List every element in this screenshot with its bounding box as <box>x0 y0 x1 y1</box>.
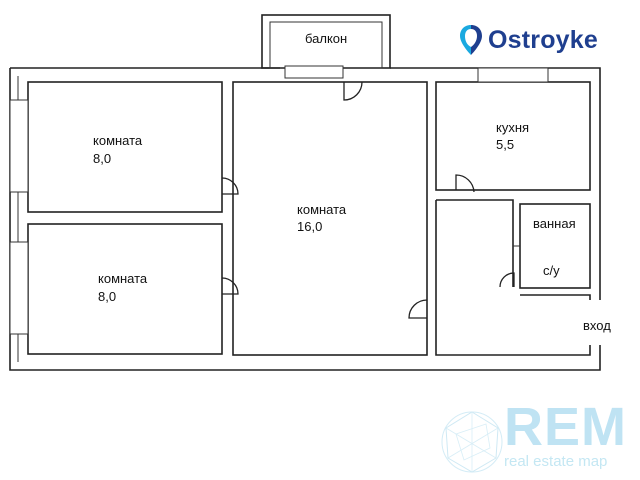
room-bottom-left <box>9 223 239 355</box>
balcony-label: балкон <box>305 31 348 46</box>
room-bottom-left-area: 8,0 <box>98 289 117 304</box>
hallway <box>435 199 591 356</box>
bathroom-name: ванная <box>533 216 576 231</box>
toilet-name: с/у <box>543 263 560 278</box>
rem-title: REM <box>504 397 627 457</box>
room-bottom-left-name: комната <box>98 271 148 286</box>
room-top-left-name: комната <box>93 133 143 148</box>
room-top-left <box>9 81 239 213</box>
room-center-name: комната <box>297 202 347 217</box>
room-kitchen <box>435 67 591 193</box>
rem-subtitle: real estate map <box>504 453 608 470</box>
room-center-area: 16,0 <box>297 219 323 234</box>
polygon-network-icon <box>441 411 503 473</box>
ostroyke-logo: Ostroyke <box>458 22 598 58</box>
location-pin-icon <box>460 25 482 55</box>
kitchen-area: 5,5 <box>496 137 515 152</box>
balcony <box>261 14 391 79</box>
entrance-label: вход <box>583 318 611 333</box>
room-top-left-area: 8,0 <box>93 151 112 166</box>
brand-name: Ostroyke <box>488 25 598 54</box>
rem-watermark: REM real estate map <box>436 397 640 480</box>
kitchen-name: кухня <box>496 120 530 135</box>
room-center <box>232 81 428 356</box>
